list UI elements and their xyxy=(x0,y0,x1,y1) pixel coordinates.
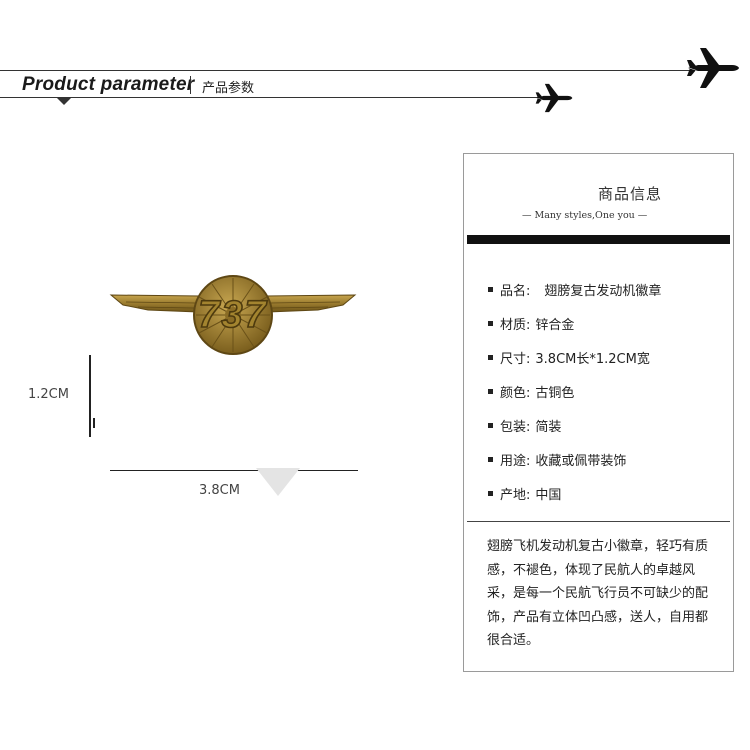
bullet-icon xyxy=(488,490,493,496)
bullet-icon xyxy=(488,320,493,326)
width-dimension-line xyxy=(110,470,358,471)
card-subtitle: — Many styles,One you — xyxy=(522,210,648,221)
spec-label: 颜色: xyxy=(500,385,531,401)
spec-item-material: 材质: 锌合金 xyxy=(488,306,728,340)
spec-value: 翅膀复古发动机徽章 xyxy=(544,283,662,299)
bullet-icon xyxy=(488,388,493,394)
card-divider-bar xyxy=(467,235,730,244)
spec-value: 简装 xyxy=(535,419,562,435)
spec-label: 产地: xyxy=(500,487,531,503)
spec-label: 尺寸: xyxy=(500,351,531,367)
spec-item-packaging: 包装: 简装 xyxy=(488,408,728,442)
watermark-arrow xyxy=(256,468,300,496)
spec-label: 包装: xyxy=(500,419,531,435)
airplane-icon xyxy=(687,48,739,88)
spec-label: 用途: xyxy=(500,453,531,469)
spec-list: 品名: 翅膀复古发动机徽章 材质: 锌合金 尺寸: 3.8CM长*1.2CM宽 … xyxy=(488,272,728,510)
bullet-icon xyxy=(488,286,493,292)
spec-item-size: 尺寸: 3.8CM长*1.2CM宽 xyxy=(488,340,728,374)
header-bottom-rule xyxy=(0,97,545,98)
header-pointer xyxy=(57,98,71,105)
section-subtitle: 产品参数 xyxy=(202,81,255,96)
bullet-icon xyxy=(488,422,493,428)
spec-item-color: 颜色: 古铜色 xyxy=(488,374,728,408)
spec-label: 材质: xyxy=(500,317,531,333)
header-top-rule xyxy=(0,70,690,71)
spec-value: 3.8CM长*1.2CM宽 xyxy=(535,351,650,367)
spec-label: 品名: xyxy=(500,283,531,299)
section-title: Product parameter xyxy=(22,74,195,95)
height-dimension-tick xyxy=(93,418,95,428)
height-label: 1.2CM xyxy=(28,387,69,402)
bullet-icon xyxy=(488,456,493,462)
badge-image: 737 xyxy=(109,275,357,355)
badge-number: 737 xyxy=(198,294,267,336)
product-description: 翅膀飞机发动机复古小徽章，轻巧有质感，不褪色，体现了民航人的卓越风采，是每一个民… xyxy=(487,539,709,648)
spec-item-usage: 用途: 收藏或佩带装饰 xyxy=(488,442,728,476)
card-title: 商品信息 xyxy=(598,185,663,203)
bullet-icon xyxy=(488,354,493,360)
spec-item-origin: 产地: 中国 xyxy=(488,476,728,510)
spec-value: 古铜色 xyxy=(535,385,575,401)
card-section-divider xyxy=(467,521,730,522)
spec-item-name: 品名: 翅膀复古发动机徽章 xyxy=(488,272,728,306)
spec-value: 收藏或佩带装饰 xyxy=(535,453,627,469)
width-label: 3.8CM xyxy=(199,483,240,498)
airplane-icon xyxy=(535,83,573,113)
height-dimension-line xyxy=(89,355,91,437)
header-separator xyxy=(190,76,191,94)
spec-value: 中国 xyxy=(535,487,562,503)
spec-value: 锌合金 xyxy=(535,317,575,333)
